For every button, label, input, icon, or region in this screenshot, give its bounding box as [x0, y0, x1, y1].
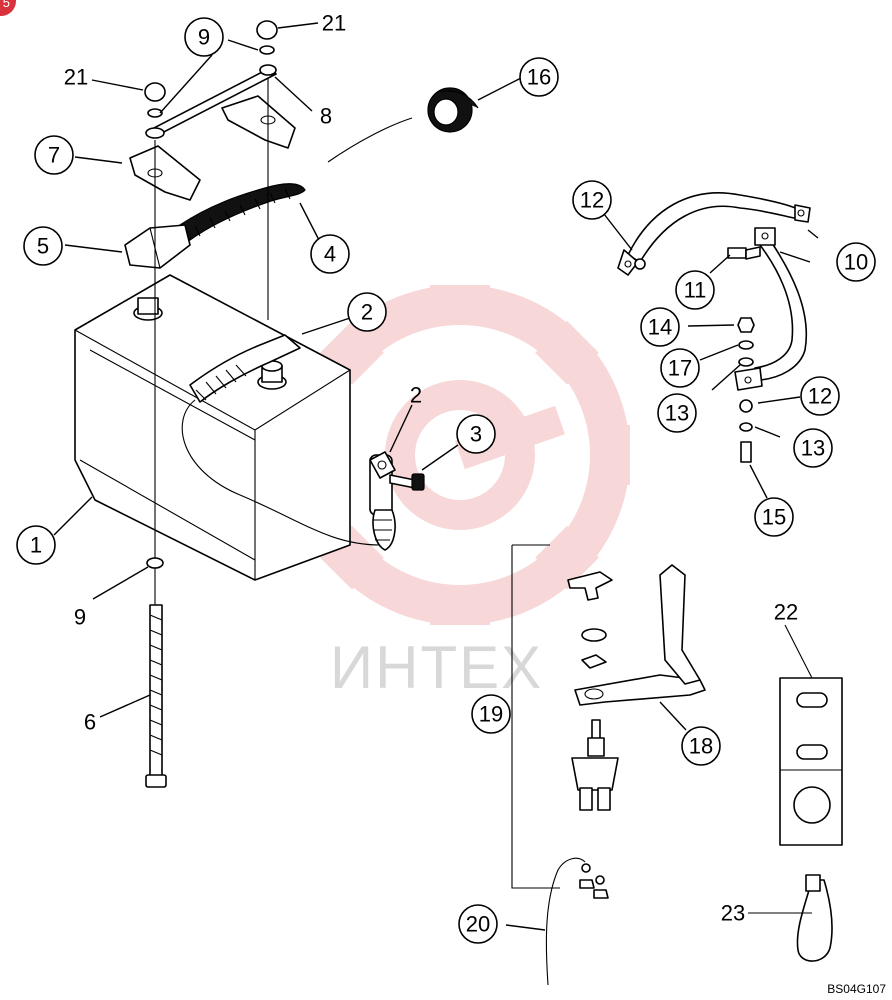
callout-label: 17	[668, 356, 692, 381]
battery-cable	[181, 334, 396, 551]
callout-label: 6	[84, 710, 96, 735]
mounting-plate	[779, 624, 843, 846]
callout-14: 14	[640, 307, 680, 347]
callout-label: 16	[527, 65, 551, 90]
callout-2-lower: 2	[410, 383, 422, 408]
callout-16: 16	[519, 57, 559, 97]
callout-label: 23	[721, 901, 745, 926]
callout-13-right: 13	[793, 428, 833, 468]
ground-strap-assembly	[617, 192, 811, 463]
callout-label: 21	[64, 65, 88, 90]
callout-18: 18	[681, 726, 721, 766]
callout-20: 20	[458, 904, 498, 944]
callout-label: 11	[684, 278, 707, 303]
grommet	[427, 87, 479, 133]
callout-label: 5	[37, 234, 49, 259]
callout-label: 21	[322, 11, 346, 36]
callout-10: 10	[836, 242, 876, 282]
callout-1: 1	[16, 525, 56, 565]
callout-label: 9	[198, 25, 210, 50]
callout-9-top: 9	[184, 17, 224, 57]
callout-label: 9	[74, 605, 86, 630]
drawing-code: BS04G107	[827, 982, 886, 996]
callout-label: 1	[30, 533, 42, 558]
callout-2: 2	[347, 292, 387, 332]
callout-label: 20	[466, 912, 490, 937]
callout-label: 15	[762, 505, 786, 530]
callout-4: 4	[310, 234, 350, 274]
leader-lines	[53, 22, 819, 931]
corner-badge-label: 5	[2, 0, 10, 10]
callout-15: 15	[754, 497, 794, 537]
callout-label: 12	[580, 188, 604, 213]
callout-21-left: 21	[64, 65, 88, 90]
callout-6: 6	[84, 710, 96, 735]
callout-label: 2	[410, 383, 422, 408]
callout-9-bottom: 9	[74, 605, 86, 630]
callout-label: 3	[470, 422, 482, 447]
callout-5: 5	[23, 226, 63, 266]
callout-19: 19	[471, 694, 511, 734]
callout-21-right: 21	[322, 11, 346, 36]
callout-label: 7	[48, 143, 60, 168]
callout-23: 23	[721, 901, 745, 926]
callout-22: 22	[774, 600, 798, 625]
callout-8: 8	[320, 104, 332, 129]
battery	[74, 274, 351, 581]
callout-label: 4	[324, 242, 336, 267]
bolt-3	[389, 473, 425, 491]
callout-label: 13	[665, 401, 689, 426]
callout-label: 22	[774, 600, 798, 625]
callout-17: 17	[660, 348, 700, 388]
callout-11: 11	[675, 270, 715, 310]
callout-13-left: 13	[657, 393, 697, 433]
callout-label: 18	[689, 734, 713, 759]
cable-tie	[748, 874, 833, 962]
callout-3: 3	[456, 414, 496, 454]
callout-12-top: 12	[572, 180, 612, 220]
watermark-text: ИНТЕХ	[330, 634, 543, 701]
callout-label: 19	[479, 702, 503, 727]
hold-down-assembly	[129, 20, 296, 788]
callout-label: 2	[361, 300, 373, 325]
callout-label: 13	[801, 436, 825, 461]
callout-7: 7	[34, 135, 74, 175]
switch-assembly	[511, 544, 706, 986]
callout-label: 14	[648, 315, 672, 340]
callout-label: 8	[320, 104, 332, 129]
callout-label: 12	[808, 384, 832, 409]
callout-label: 10	[844, 250, 868, 275]
callout-12-bottom: 12	[800, 376, 840, 416]
